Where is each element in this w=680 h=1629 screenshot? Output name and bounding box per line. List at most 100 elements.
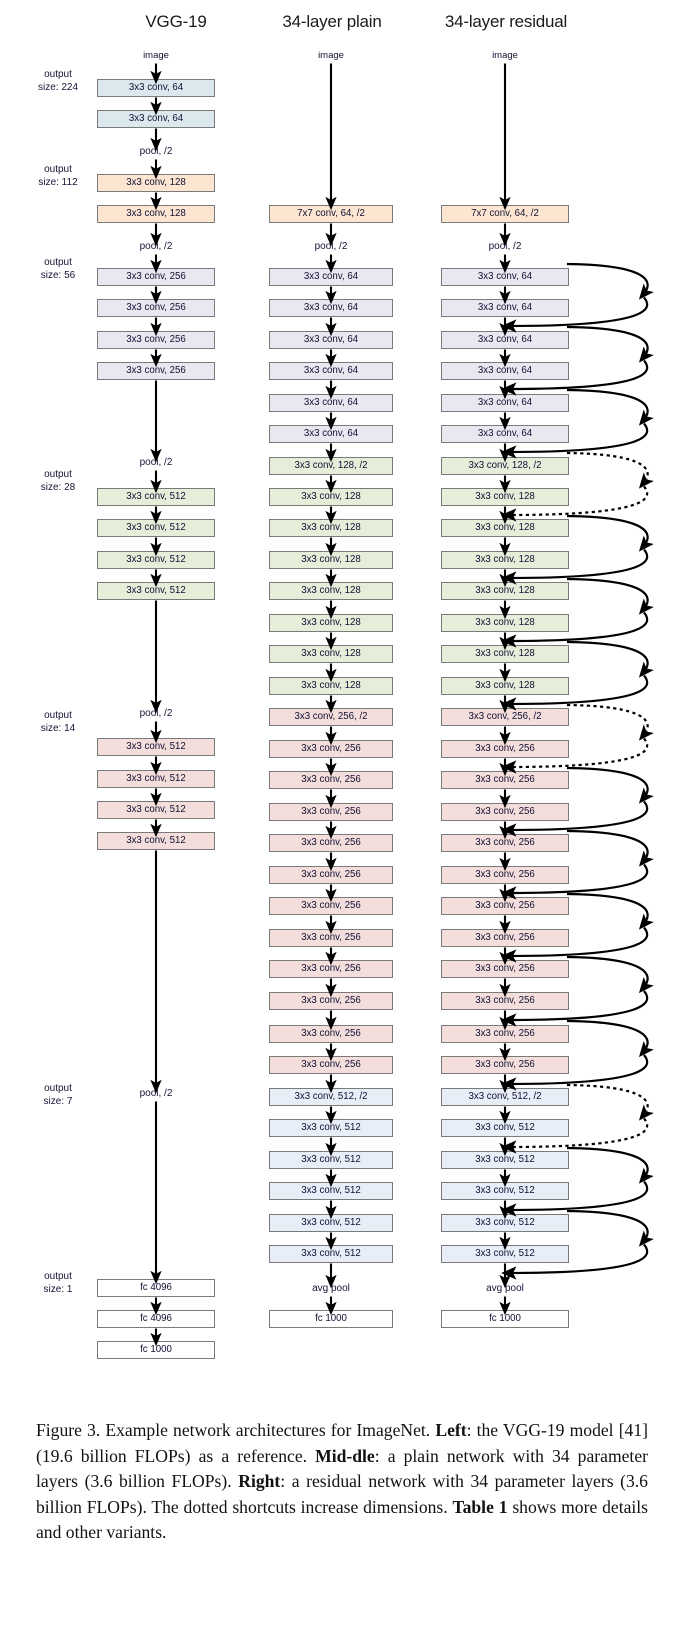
- layer-box: 3x3 conv, 128: [269, 519, 393, 537]
- pool-label: avg pool: [486, 1283, 524, 1294]
- layer-box: 7x7 conv, 64, /2: [269, 205, 393, 223]
- layer-box: 3x3 conv, 256: [441, 897, 569, 915]
- pool-label: pool, /2: [314, 241, 348, 252]
- layer-box: 3x3 conv, 256: [97, 331, 215, 349]
- layer-box: 3x3 conv, 128: [441, 488, 569, 506]
- layer-box: 7x7 conv, 64, /2: [441, 205, 569, 223]
- identity-shortcut-arc: [566, 388, 654, 426]
- identity-shortcut-arc: [566, 1019, 654, 1058]
- layer-box: fc 4096: [97, 1279, 215, 1297]
- layer-box: fc 1000: [97, 1341, 215, 1359]
- layer-box: 3x3 conv, 64: [269, 268, 393, 286]
- layer-box: 3x3 conv, 512: [97, 519, 215, 537]
- image-input-label: image: [143, 50, 169, 61]
- layer-box: 3x3 conv, 256: [97, 268, 215, 286]
- layer-box: 3x3 conv, 128, /2: [269, 457, 393, 475]
- column-title-plain: 34-layer plain: [282, 12, 382, 31]
- layer-box: 3x3 conv, 256: [441, 771, 569, 789]
- layer-box: 3x3 conv, 256: [269, 992, 393, 1010]
- caption-text: shows more details and other variants.: [36, 1496, 649, 1543]
- output-size-line2: size: 7: [43, 1096, 73, 1107]
- layer-box: 3x3 conv, 64: [269, 299, 393, 317]
- caption-emphasis: Table 1: [452, 1496, 508, 1517]
- layer-box: 3x3 conv, 256: [441, 834, 569, 852]
- identity-shortcut-arc: [566, 1146, 654, 1184]
- layer-box: 3x3 conv, 64: [441, 425, 569, 443]
- layer-box: 3x3 conv, 512: [97, 832, 215, 850]
- layer-box: 3x3 conv, 128: [269, 677, 393, 695]
- column-title-residual: 34-layer residual: [444, 12, 568, 31]
- pool-label: pool, /2: [139, 146, 173, 157]
- layer-box: 3x3 conv, 512: [269, 1245, 393, 1263]
- layer-box: 3x3 conv, 128: [441, 645, 569, 663]
- output-size-line1: output: [44, 69, 72, 80]
- layer-box: 3x3 conv, 128: [441, 551, 569, 569]
- caption-text: : a residual network with 34 parameter l…: [36, 1471, 648, 1517]
- layer-box: 3x3 conv, 128: [269, 488, 393, 506]
- layer-box: 3x3 conv, 128: [269, 582, 393, 600]
- layer-box: 3x3 conv, 512: [97, 801, 215, 819]
- layer-box: 3x3 conv, 64: [441, 394, 569, 412]
- layer-box: 3x3 conv, 128: [269, 551, 393, 569]
- image-input-label: image: [318, 50, 344, 61]
- layer-box: 3x3 conv, 512: [97, 488, 215, 506]
- pool-label: pool, /2: [139, 708, 173, 719]
- layer-box: 3x3 conv, 256: [97, 362, 215, 380]
- projection-shortcut-arc: [566, 1083, 654, 1121]
- pool-label: avg pool: [312, 1283, 350, 1294]
- output-size-line2: size: 28: [40, 482, 76, 493]
- layer-box: 3x3 conv, 512: [441, 1119, 569, 1137]
- layer-box: 3x3 conv, 256: [441, 992, 569, 1010]
- output-size-line1: output: [44, 710, 72, 721]
- layer-box: 3x3 conv, 512: [269, 1151, 393, 1169]
- output-size-line1: output: [44, 164, 72, 175]
- layer-box: 3x3 conv, 512: [441, 1245, 569, 1263]
- layer-box: 3x3 conv, 64: [97, 79, 215, 97]
- layer-box: 3x3 conv, 512: [97, 582, 215, 600]
- layer-box: 3x3 conv, 256, /2: [269, 708, 393, 726]
- output-size-label: output size: 1: [22, 1270, 94, 1296]
- pool-label: pool, /2: [139, 1088, 173, 1099]
- layer-box: 3x3 conv, 64: [269, 425, 393, 443]
- output-size-label: output size: 224: [22, 68, 94, 94]
- caption-emphasis: Right: [238, 1471, 281, 1492]
- projection-shortcut-arc: [566, 451, 654, 489]
- layer-box: 3x3 conv, 256: [269, 771, 393, 789]
- caption-text: : the VGG-19 model [41] (19.6 billion FL…: [36, 1420, 649, 1466]
- layer-box: 3x3 conv, 256: [269, 897, 393, 915]
- output-size-line2: size: 1: [43, 1284, 73, 1295]
- layer-box: 3x3 conv, 128: [97, 205, 215, 223]
- identity-shortcut-arc: [566, 325, 654, 363]
- layer-box: fc 4096: [97, 1310, 215, 1328]
- layer-box: 3x3 conv, 256: [441, 1056, 569, 1074]
- identity-shortcut-arc: [566, 577, 654, 615]
- layer-box: 3x3 conv, 128: [269, 614, 393, 632]
- image-input-label: image: [492, 50, 518, 61]
- layer-box: 3x3 conv, 256: [269, 740, 393, 758]
- layer-box: 3x3 conv, 256: [269, 929, 393, 947]
- column-title-vgg: VGG-19: [145, 12, 207, 31]
- layer-box: 3x3 conv, 128: [441, 519, 569, 537]
- caption-emphasis: Mid-dle: [315, 1445, 375, 1466]
- layer-box: 3x3 conv, 64: [269, 362, 393, 380]
- identity-shortcut-arc: [566, 640, 654, 678]
- layer-box: 3x3 conv, 64: [269, 331, 393, 349]
- output-size-line2: size: 56: [40, 270, 76, 281]
- identity-shortcut-arc: [566, 955, 654, 994]
- output-size-line2: size: 224: [37, 82, 79, 93]
- layer-box: 3x3 conv, 256, /2: [441, 708, 569, 726]
- layer-box: 3x3 conv, 512: [97, 551, 215, 569]
- layer-box: 3x3 conv, 512: [97, 770, 215, 788]
- layer-box: 3x3 conv, 128: [441, 582, 569, 600]
- identity-shortcut-arc: [566, 262, 654, 300]
- layer-box: 3x3 conv, 64: [97, 110, 215, 128]
- figure-caption: Figure 3. Example network architectures …: [36, 1418, 648, 1546]
- layer-box: 3x3 conv, 256: [97, 299, 215, 317]
- caption-text: : a plain network with 34 parameter laye…: [36, 1445, 648, 1492]
- output-size-line1: output: [44, 1271, 72, 1282]
